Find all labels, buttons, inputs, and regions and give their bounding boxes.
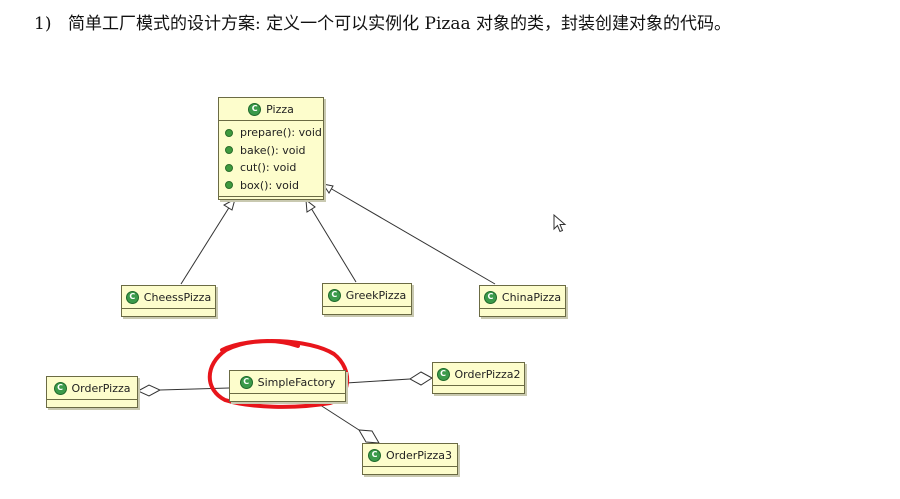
- page-heading: 1) 简单工厂模式的设计方案: 定义一个可以实例化 Pizaa 对象的类，封装创建…: [34, 9, 731, 34]
- order-pizza2-header: C OrderPizza2: [433, 363, 524, 386]
- public-method-dot-icon: [225, 181, 233, 190]
- order-pizza-name: OrderPizza: [71, 381, 131, 395]
- inherit-arrow-cheess: [223, 197, 236, 211]
- china-pizza-header: C ChinaPizza: [480, 286, 565, 309]
- aggregation-line-order2: [345, 378, 411, 384]
- order-pizza3-class[interactable]: C OrderPizza3: [362, 443, 458, 475]
- inherit-arrow-china: [321, 183, 334, 194]
- class-c-icon: C: [53, 381, 67, 395]
- method-label: box(): void: [240, 178, 299, 192]
- cheess-pizza-name: CheessPizza: [143, 290, 212, 304]
- pizza-class-header: C Pizza: [219, 98, 323, 121]
- pizza-class-name: Pizza: [266, 102, 294, 116]
- heading-number: 1): [34, 14, 52, 34]
- aggregation-line-order1: [159, 387, 230, 391]
- method-row: prepare(): void: [225, 124, 323, 142]
- class-c-icon: C: [125, 290, 139, 304]
- aggregation-diamond-order1: [136, 384, 162, 397]
- aggregation-diamond-order2: [409, 371, 433, 386]
- inherit-line-china: [329, 187, 496, 285]
- inherit-line-cheess: [180, 205, 231, 285]
- order-pizza3-name: OrderPizza3: [386, 448, 452, 462]
- cheess-pizza-class[interactable]: C CheessPizza: [121, 285, 216, 317]
- order-pizza-class[interactable]: C OrderPizza: [46, 376, 138, 408]
- class-c-icon: C: [239, 375, 253, 389]
- mouse-pointer-icon: [553, 214, 567, 233]
- aggregation-diamond-order3: [358, 429, 380, 444]
- heading-text: 简单工厂模式的设计方案: 定义一个可以实例化 Pizaa 对象的类，封装创建对象…: [68, 14, 732, 34]
- method-row: cut(): void: [225, 159, 323, 177]
- simple-factory-class[interactable]: C SimpleFactory: [229, 370, 346, 402]
- method-row: bake(): void: [225, 142, 323, 160]
- public-method-dot-icon: [225, 163, 233, 172]
- order-pizza-header: C OrderPizza: [47, 377, 137, 400]
- simple-factory-header: C SimpleFactory: [230, 371, 345, 394]
- simple-factory-name: SimpleFactory: [257, 375, 336, 389]
- class-c-icon: C: [368, 448, 381, 462]
- pizza-class[interactable]: C Pizza prepare(): void bake(): void cut…: [218, 97, 324, 200]
- greek-pizza-name: GreekPizza: [345, 288, 407, 302]
- order-pizza2-name: OrderPizza2: [454, 367, 521, 381]
- greek-pizza-header: C GreekPizza: [323, 284, 411, 307]
- class-c-icon: C: [436, 367, 450, 381]
- order-pizza2-class[interactable]: C OrderPizza2: [432, 362, 525, 394]
- method-label: bake(): void: [240, 143, 306, 157]
- class-c-icon: C: [248, 102, 262, 116]
- public-method-dot-icon: [225, 146, 233, 155]
- inherit-arrow-greek: [305, 198, 316, 213]
- inherit-line-greek: [310, 207, 357, 283]
- china-pizza-name: ChinaPizza: [501, 290, 562, 304]
- public-method-dot-icon: [225, 128, 233, 137]
- cheess-pizza-header: C CheessPizza: [122, 286, 215, 309]
- class-c-icon: C: [327, 288, 341, 302]
- pizza-method-list: prepare(): void bake(): void cut(): void…: [219, 121, 323, 197]
- order-pizza3-header: C OrderPizza3: [363, 444, 457, 467]
- method-label: prepare(): void: [240, 126, 322, 140]
- method-row: box(): void: [225, 177, 323, 195]
- class-c-icon: C: [483, 290, 497, 304]
- greek-pizza-class[interactable]: C GreekPizza: [322, 283, 412, 315]
- method-label: cut(): void: [240, 161, 297, 175]
- highlight-circle: [207, 338, 350, 409]
- china-pizza-class[interactable]: C ChinaPizza: [479, 285, 566, 317]
